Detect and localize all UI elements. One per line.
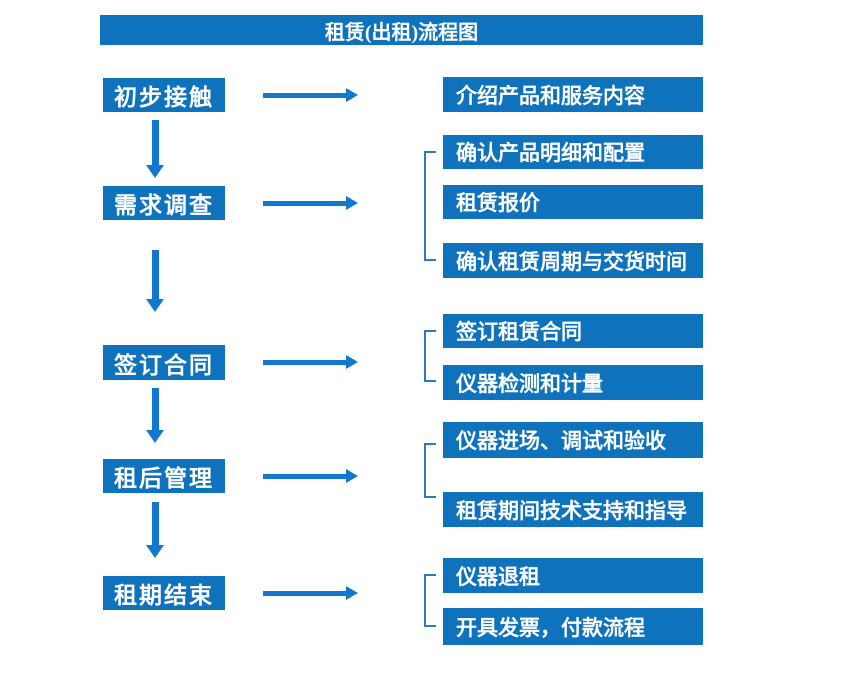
stage-box-post-rental-management: 租后管理 <box>103 459 225 493</box>
right-arrow-icon <box>263 196 358 210</box>
stage-box-initial-contact: 初步接触 <box>103 78 225 112</box>
right-arrow-icon <box>263 355 358 369</box>
down-arrow-icon <box>146 388 165 443</box>
detail-box-confirm-product-config: 确认产品明细和配置 <box>443 135 703 169</box>
detail-box-introduce-products: 介绍产品和服务内容 <box>443 77 703 112</box>
group-bracket <box>424 330 436 382</box>
detail-box-invoice-payment: 开具发票，付款流程 <box>443 608 703 645</box>
detail-box-instrument-return: 仪器退租 <box>443 558 703 593</box>
group-bracket <box>424 574 436 627</box>
stage-box-rental-end: 租期结束 <box>103 576 225 610</box>
detail-box-tech-support: 租赁期间技术支持和指导 <box>443 492 703 527</box>
detail-box-instrument-testing: 仪器检测和计量 <box>443 365 703 400</box>
group-bracket <box>424 151 436 261</box>
detail-box-sign-rental-contract: 签订租赁合同 <box>443 314 703 348</box>
flowchart-title: 租赁(出租)流程图 <box>100 15 703 45</box>
right-arrow-icon <box>263 88 358 102</box>
down-arrow-icon <box>146 250 165 312</box>
detail-box-rental-quote: 租赁报价 <box>443 185 703 219</box>
right-arrow-icon <box>263 469 358 483</box>
down-arrow-icon <box>146 502 165 558</box>
group-bracket <box>424 443 436 498</box>
detail-box-instrument-setup: 仪器进场、调试和验收 <box>443 422 703 458</box>
right-arrow-icon <box>263 586 358 600</box>
stage-box-sign-contract: 签订合同 <box>103 345 225 380</box>
stage-box-demand-survey: 需求调查 <box>103 186 225 220</box>
detail-box-confirm-period-delivery: 确认租赁周期与交货时间 <box>443 243 703 278</box>
down-arrow-icon <box>146 120 165 178</box>
